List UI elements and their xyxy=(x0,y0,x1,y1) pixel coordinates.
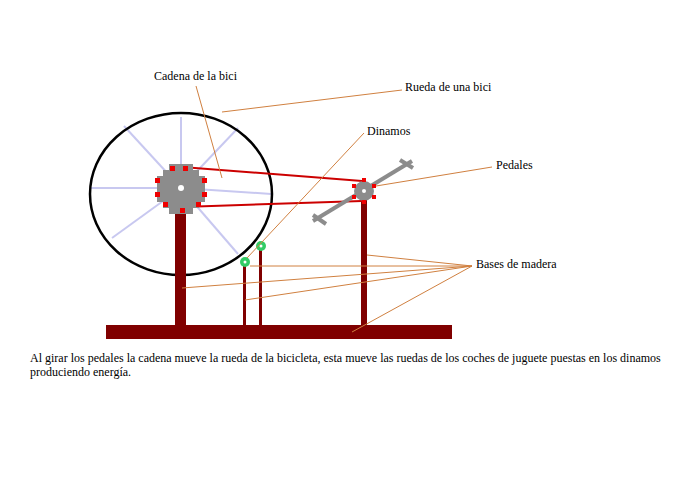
part-label: Bases de madera xyxy=(476,257,557,271)
wood-base xyxy=(106,325,452,339)
part-label: Cadena de la bici xyxy=(154,69,237,83)
part-label: Dinamos xyxy=(367,124,410,138)
wheel-sprocket xyxy=(155,164,207,214)
bike-chain xyxy=(182,167,362,207)
dynamo-stand xyxy=(259,248,262,326)
pedal-stand xyxy=(361,195,367,326)
part-label: Pedales xyxy=(496,158,533,172)
part-label: Rueda de una bici xyxy=(405,80,491,94)
dynamo-stand xyxy=(243,264,246,326)
pedal-sprocket xyxy=(352,178,376,204)
pedal-crank xyxy=(313,160,413,224)
dynamo xyxy=(240,241,266,267)
leader-lines xyxy=(182,86,492,332)
caption: Al girar los pedales la cadena mueve la … xyxy=(30,351,666,379)
